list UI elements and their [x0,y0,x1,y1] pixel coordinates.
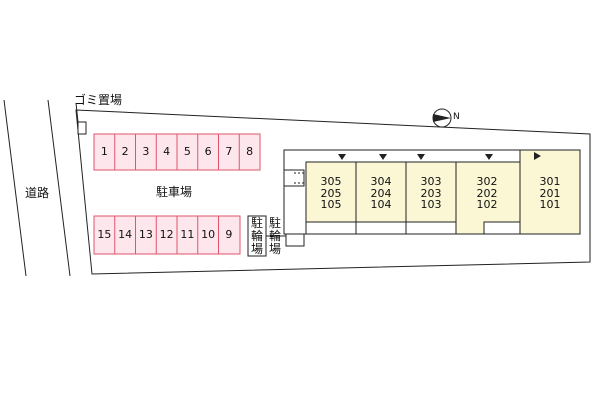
parking-space-5: 5 [183,145,191,158]
unit-room-number: 204 [370,186,392,200]
unit-block-5 [305,161,357,223]
parking-label: 駐車場 [156,185,193,199]
parking-space-10: 10 [201,228,216,241]
entrance-marker [379,154,387,160]
unit-room-number: 302 [476,175,498,188]
entrance-marker [338,154,346,160]
entrance-marker [485,154,493,160]
parking-space-3: 3 [142,145,150,158]
entrance-marker [417,154,425,160]
road-edge-right [47,99,71,277]
balcony [405,221,457,235]
unit-room-number: 104 [370,198,392,211]
north-label: N [453,112,460,122]
unit-room-number: 101 [539,198,561,211]
road-label: 道路 [25,186,50,200]
bicycle-parking-label-a: 駐輪場 [250,216,263,256]
unit-block-4 [355,161,407,223]
parking-space-7: 7 [225,145,233,158]
unit-room-number: 303 [420,175,442,188]
parking-row-bottom [93,215,241,255]
parking-space-6: 6 [204,145,212,158]
unit-room-number: 304 [370,175,392,188]
parking-space-2: 2 [121,145,129,158]
unit-room-number: 201 [539,186,561,200]
parking-space-4: 4 [163,145,171,158]
unit-room-number: 105 [320,198,342,211]
unit-room-number: 203 [420,186,442,200]
garbage-area-label: ゴミ置場 [74,93,123,107]
unit-room-number: 205 [320,186,342,200]
balcony [305,221,357,235]
unit-block-1 [519,149,581,235]
unit-room-number: 301 [539,175,561,188]
unit-room-number: 102 [476,198,498,211]
north-compass-icon [432,108,452,128]
parking-space-14: 14 [118,228,133,241]
parking-space-15: 15 [97,228,112,241]
parking-space-1: 1 [100,145,108,158]
stair-box [283,169,305,187]
entrance-marker [534,152,541,160]
parking-space-8: 8 [246,145,254,158]
parking-space-13: 13 [138,228,153,241]
road-edge-left [3,99,27,277]
parking-space-9: 9 [225,228,233,241]
parking-space-12: 12 [159,228,174,241]
unit-room-number: 202 [476,186,498,200]
bicycle-parking-label-b: 駐輪場 [268,216,281,256]
parking-space-11: 11 [180,228,195,241]
balcony [483,221,521,235]
balcony [355,221,407,235]
garbage-box [77,121,87,135]
unit-room-number: 103 [420,198,442,211]
unit-room-number: 305 [320,175,342,188]
